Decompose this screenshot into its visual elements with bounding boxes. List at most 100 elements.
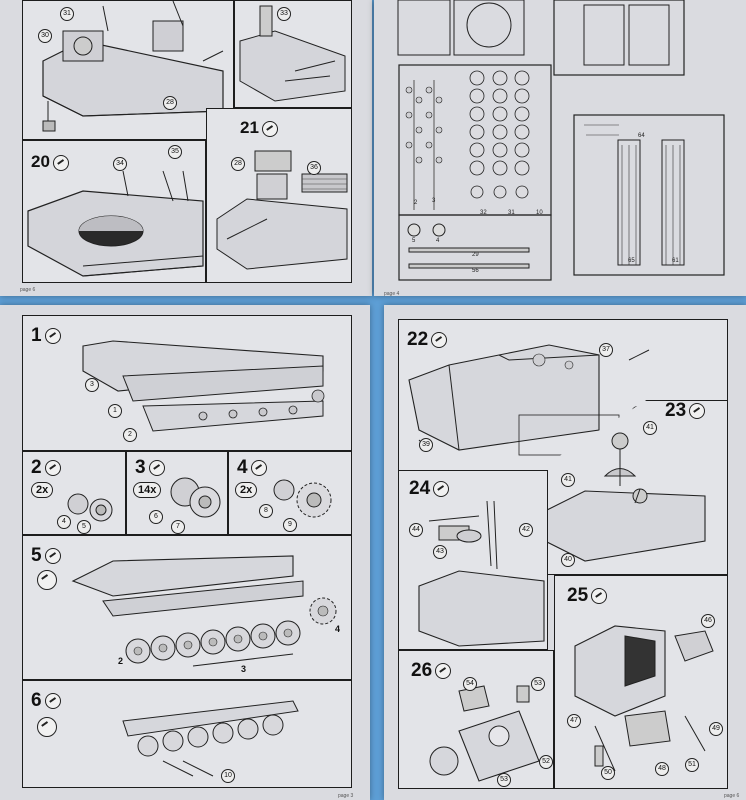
part-label: 3 xyxy=(241,664,247,674)
sprue-number: 61 xyxy=(672,258,679,264)
sprue-number: 56 xyxy=(472,268,479,274)
sprue-number: 4 xyxy=(436,238,440,244)
step-3-illustration xyxy=(170,477,221,518)
part-callout: 43 xyxy=(433,545,447,559)
step-19b-illustration xyxy=(239,5,346,102)
panel-step-25: 25 46 47 48 49 50 51 xyxy=(554,575,728,789)
part-callout: 9 xyxy=(283,518,297,532)
part-callout: 53 xyxy=(531,677,545,691)
part-callout: 28 xyxy=(163,96,177,110)
part-callout: 46 xyxy=(701,614,715,628)
panel-step-5: 5 4 2 3 xyxy=(22,535,352,680)
glue-icon xyxy=(44,547,61,564)
sprue-number: 31 xyxy=(508,210,515,216)
part-callout: 52 xyxy=(539,755,553,769)
sheet-bottom-left: 1 3 1 2 2 2x 4 5 3 14x xyxy=(0,305,370,800)
panel-step-19b: 33 xyxy=(234,0,352,108)
glue-icon xyxy=(44,327,61,344)
step-4-illustration xyxy=(273,479,332,518)
sheet-bottom-right: 22 37 38 39 23 41 41 40 xyxy=(384,305,746,800)
step-26-illustration xyxy=(429,685,540,782)
part-callout: 53 xyxy=(497,773,511,787)
step-1-illustration xyxy=(82,340,325,432)
step-number: 1 xyxy=(31,326,61,345)
panel-step-3: 3 14x 6 7 xyxy=(126,451,228,535)
panel-step-21: 21 28 36 xyxy=(206,108,352,283)
part-callout: 7 xyxy=(171,520,185,534)
panel-step-6: 6 10 xyxy=(22,680,352,788)
page-code: page 4 xyxy=(384,291,400,297)
glue-icon xyxy=(148,459,165,476)
step-number: 24 xyxy=(409,479,450,498)
part-callout: 28 xyxy=(231,157,245,171)
glue-icon xyxy=(689,402,706,419)
part-callout: 35 xyxy=(168,145,182,159)
panel-step-4: 4 2x 8 9 xyxy=(228,451,352,535)
part-callout: 10 xyxy=(221,769,235,783)
step-2-illustration xyxy=(67,493,113,522)
panel-step-26: 26 54 53 52 53 xyxy=(398,650,554,789)
sheet-top-left: 31 30 28 33 21 28 36 20 xyxy=(0,0,372,296)
panel-step-19: 31 30 28 xyxy=(22,0,234,140)
step-number: 6 xyxy=(31,691,61,710)
sprue-number: 29 xyxy=(472,252,479,258)
part-callout: 2 xyxy=(123,428,137,442)
part-callout: 42 xyxy=(519,523,533,537)
sprue-number: 32 xyxy=(480,210,487,216)
glue-icon xyxy=(591,587,608,604)
glue-icon xyxy=(435,662,452,679)
sprue-number: 10 xyxy=(536,210,543,216)
page-code: page 3 xyxy=(338,793,354,799)
part-callout: 41 xyxy=(643,421,657,435)
part-callout: 3 xyxy=(85,378,99,392)
glue-icon xyxy=(431,331,448,348)
sprue-number: 5 xyxy=(412,238,416,244)
step-21-illustration xyxy=(216,150,348,270)
part-callout: 1 xyxy=(108,404,122,418)
step-number: 23 xyxy=(665,401,706,420)
sprue-map xyxy=(397,0,725,281)
part-label: 4 xyxy=(335,624,341,634)
glue-icon xyxy=(44,692,61,709)
glue-icon xyxy=(433,480,450,497)
part-callout: 37 xyxy=(599,343,613,357)
step-20-illustration xyxy=(27,170,204,277)
page-code: page 6 xyxy=(20,287,36,293)
part-callout: 48 xyxy=(655,762,669,776)
step-number: 21 xyxy=(240,119,278,137)
part-label: 2 xyxy=(118,656,124,666)
quantity-badge: 2x xyxy=(235,482,258,498)
part-callout: 4 xyxy=(57,515,71,529)
part-callout: 36 xyxy=(307,161,321,175)
step-number: 20 xyxy=(31,153,69,171)
step-24-illustration xyxy=(418,500,545,647)
sprue-wheels xyxy=(469,70,530,199)
quantity-badge: 14x xyxy=(133,482,162,498)
sheet-top-right: 3 2 5 4 32 31 10 29 56 64 65 61 page 4 xyxy=(374,0,746,297)
part-callout: 54 xyxy=(463,677,477,691)
step-19-illustration xyxy=(42,1,224,132)
step-number: 5 xyxy=(31,546,61,565)
part-callout: 39 xyxy=(419,438,433,452)
step-number: 25 xyxy=(567,586,608,605)
panel-step-1: 1 3 1 2 xyxy=(22,315,352,451)
part-callout: 50 xyxy=(601,766,615,780)
page-code: page 6 xyxy=(724,793,740,799)
glue-icon xyxy=(52,154,69,171)
step-number: 2 xyxy=(31,458,61,477)
part-callout: 33 xyxy=(277,7,291,21)
step-number: 22 xyxy=(407,330,448,349)
glue-icon xyxy=(250,459,267,476)
part-callout: 34 xyxy=(113,157,127,171)
step-6-illustration xyxy=(122,700,299,777)
part-callout: 5 xyxy=(77,520,91,534)
sprue-number: 65 xyxy=(628,258,635,264)
part-callout: 51 xyxy=(685,758,699,772)
glue-icon xyxy=(44,459,61,476)
step-number: 26 xyxy=(411,661,452,680)
step-number: 4 xyxy=(237,458,267,477)
part-callout: 40 xyxy=(561,553,575,567)
part-callout: 44 xyxy=(409,523,423,537)
part-callout: 41 xyxy=(561,473,575,487)
sprue-number: 2 xyxy=(414,200,418,206)
